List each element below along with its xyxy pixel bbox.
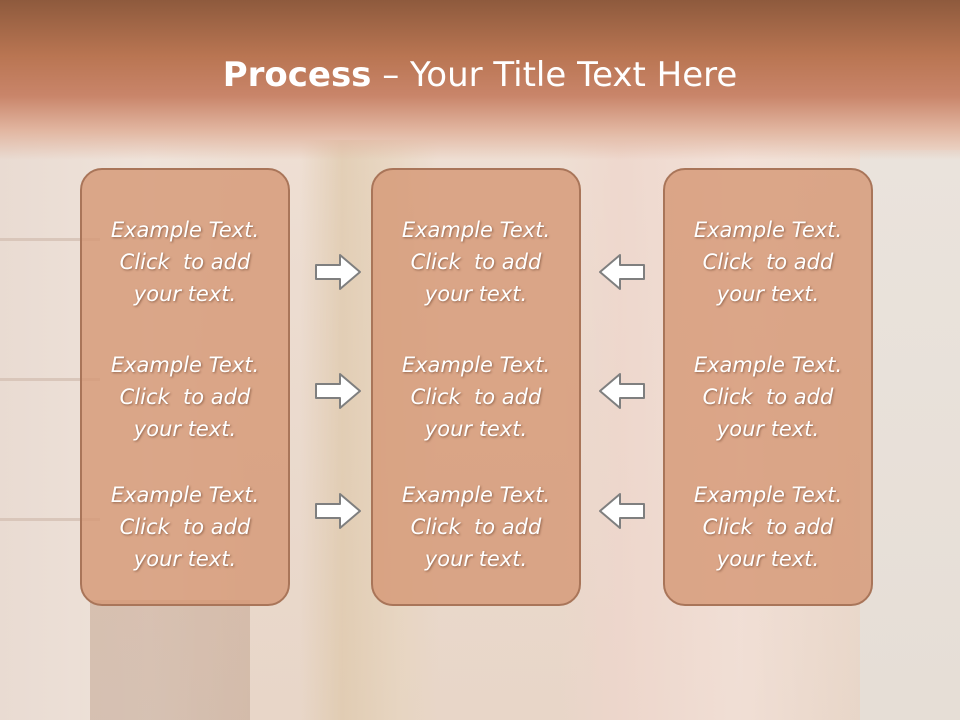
process-box-left[interactable]: Example Text. Click to add your text. Ex…: [80, 168, 290, 606]
background-brick-line: [0, 238, 100, 241]
text-block[interactable]: Example Text. Click to add your text.: [82, 349, 288, 445]
background-brick-line: [0, 518, 100, 521]
text-line: Click to add: [702, 385, 834, 409]
text-line: Click to add: [702, 250, 834, 274]
background-stone-wall: [860, 150, 960, 720]
text-line: Example Text.: [401, 483, 551, 507]
text-line: Click to add: [410, 385, 542, 409]
title-bold: Process: [222, 55, 372, 95]
text-line: Example Text.: [401, 353, 551, 377]
text-line: Example Text.: [693, 218, 843, 242]
text-block[interactable]: Example Text. Click to add your text.: [665, 214, 871, 310]
text-line: Click to add: [119, 515, 251, 539]
text-line: your text.: [716, 417, 820, 441]
text-line: Example Text.: [693, 483, 843, 507]
text-line: Click to add: [410, 515, 542, 539]
text-line: Click to add: [410, 250, 542, 274]
slide-title[interactable]: Process – Your Title Text Here: [0, 54, 960, 96]
background-brick-line: [0, 378, 100, 381]
text-line: your text.: [424, 282, 528, 306]
text-line: Example Text.: [693, 353, 843, 377]
text-line: Click to add: [119, 250, 251, 274]
text-block[interactable]: Example Text. Click to add your text.: [665, 479, 871, 575]
text-line: your text.: [133, 547, 237, 571]
text-line: your text.: [133, 417, 237, 441]
text-line: your text.: [424, 547, 528, 571]
right-arrow-icon: [315, 254, 361, 290]
text-line: Click to add: [702, 515, 834, 539]
title-rest: – Your Title Text Here: [371, 55, 738, 95]
text-block[interactable]: Example Text. Click to add your text.: [373, 479, 579, 575]
text-line: Example Text.: [110, 353, 260, 377]
process-box-middle[interactable]: Example Text. Click to add your text. Ex…: [371, 168, 581, 606]
text-block[interactable]: Example Text. Click to add your text.: [665, 349, 871, 445]
right-arrow-icon: [315, 493, 361, 529]
process-box-right[interactable]: Example Text. Click to add your text. Ex…: [663, 168, 873, 606]
text-line: Example Text.: [110, 218, 260, 242]
text-block[interactable]: Example Text. Click to add your text.: [373, 214, 579, 310]
text-line: Click to add: [119, 385, 251, 409]
title-band: [0, 0, 960, 160]
text-line: Example Text.: [110, 483, 260, 507]
left-arrow-icon: [599, 493, 645, 529]
text-line: your text.: [716, 547, 820, 571]
text-line: your text.: [716, 282, 820, 306]
text-block[interactable]: Example Text. Click to add your text.: [373, 349, 579, 445]
left-arrow-icon: [599, 254, 645, 290]
text-line: Example Text.: [401, 218, 551, 242]
text-line: your text.: [133, 282, 237, 306]
text-block[interactable]: Example Text. Click to add your text.: [82, 479, 288, 575]
text-block[interactable]: Example Text. Click to add your text.: [82, 214, 288, 310]
right-arrow-icon: [315, 373, 361, 409]
left-arrow-icon: [599, 373, 645, 409]
text-line: your text.: [424, 417, 528, 441]
background-shadow: [90, 600, 250, 720]
